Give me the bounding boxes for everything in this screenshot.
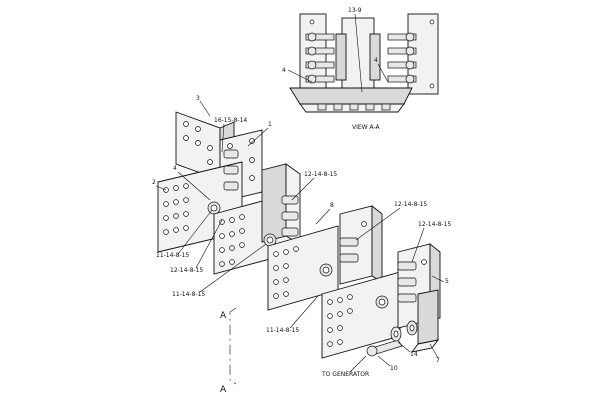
label-11-14-8-15-a: 11-14-8-15 [156,252,189,259]
section-label-a-top: A [220,311,227,321]
label-12-14-8-15-c: 12-14-8-15 [418,221,451,228]
label-14: 14 [410,351,418,358]
label-12-14-8-15-b: 12-14-8-15 [394,201,427,208]
label-4: 4 [173,165,177,172]
view-a-a: 13-9 4 4 VIEW A-A [282,7,439,131]
view-bolts-right [387,32,417,84]
label-11-14-8-15-c: 11-14-8-15 [266,327,299,334]
label-12-14-8-15-a: 12-14-8-15 [304,171,337,178]
label-11-14-8-15-b: 11-14-8-15 [172,291,205,298]
label-2: 2 [152,179,156,186]
label-5: 5 [445,278,449,285]
view-base-plate [289,87,413,105]
label-12-14-8-15-d: 12-14-8-15 [170,267,203,274]
part-7-bracket [410,289,440,353]
label-8: 8 [330,202,334,209]
part-8-plate [267,225,339,311]
part-14-washer [390,320,418,342]
view-title: VIEW A-A [352,124,381,131]
view-center-bracket [341,17,375,89]
view-center-flange-left [335,33,347,81]
view-label-13-9: 13-9 [348,7,362,14]
right-bracket [339,205,383,285]
part-5-plate [321,271,401,359]
label-3: 3 [196,95,200,102]
callouts: 3 16-15-8-14 1 4 2 12-14-8-15 8 12-14-8-… [152,95,451,378]
view-label-4-left: 4 [282,67,286,74]
part-10-bolt [366,339,403,357]
label-to-generator: TO GENERATOR [321,371,369,378]
view-bolts-left [305,32,335,84]
section-line-a-a: A A [220,307,237,395]
label-16-15-8-14: 16-15-8-14 [214,117,247,124]
view-label-4-right: 4 [374,57,378,64]
label-1: 1 [268,121,272,128]
section-label-a-bottom: A [220,385,227,395]
view-bottom-nuts [317,103,391,111]
label-7: 7 [436,357,440,364]
view-center-flange-right [369,33,381,81]
label-10: 10 [390,365,398,372]
